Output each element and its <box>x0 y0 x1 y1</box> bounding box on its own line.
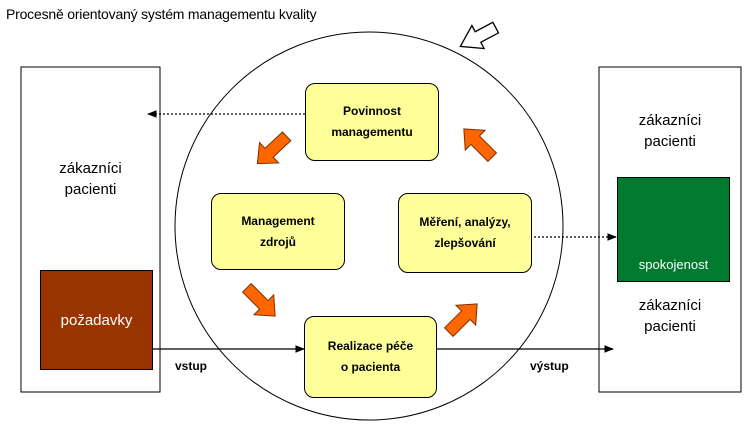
cycle-arrow-bottom-right <box>443 303 478 338</box>
requirements-box: požadavky <box>40 270 153 370</box>
cycle-arrow-bottom-left <box>241 282 276 317</box>
satisfaction-box: spokojenost <box>617 177 730 282</box>
process-management-responsibility-label: Povinnost managementu <box>331 104 413 139</box>
satisfaction-label: spokojenost <box>638 257 709 272</box>
improvement-hollow-arrow <box>459 21 500 50</box>
right-customers-top-label: zákazníci pacienti <box>638 112 702 150</box>
process-care-delivery: Realizace péče o pacienta <box>304 316 437 398</box>
output-label: výstup <box>530 359 569 373</box>
requirements-label: požadavky <box>60 311 133 329</box>
diagram-title: Procesně orientovaný systém managementu … <box>6 6 317 22</box>
process-management-responsibility: Povinnost managementu <box>305 83 439 161</box>
input-label: vstup <box>175 359 208 373</box>
process-measurement-analysis-label: Měření, analýzy, zlepšování <box>419 215 511 250</box>
right-customers-bottom-label: zákazníci pacienti <box>638 297 702 335</box>
process-measurement-analysis: Měření, analýzy, zlepšování <box>398 193 532 273</box>
process-resource-management-label: Management zdrojů <box>241 213 315 249</box>
cycle-arrow-top-left <box>256 131 292 165</box>
cycle-arrow-top-right <box>463 128 498 163</box>
left-customers-label: zákazníci pacienti <box>59 160 122 198</box>
process-care-delivery-label: Realizace péče o pacienta <box>327 339 414 374</box>
process-resource-management: Management zdrojů <box>211 193 345 270</box>
